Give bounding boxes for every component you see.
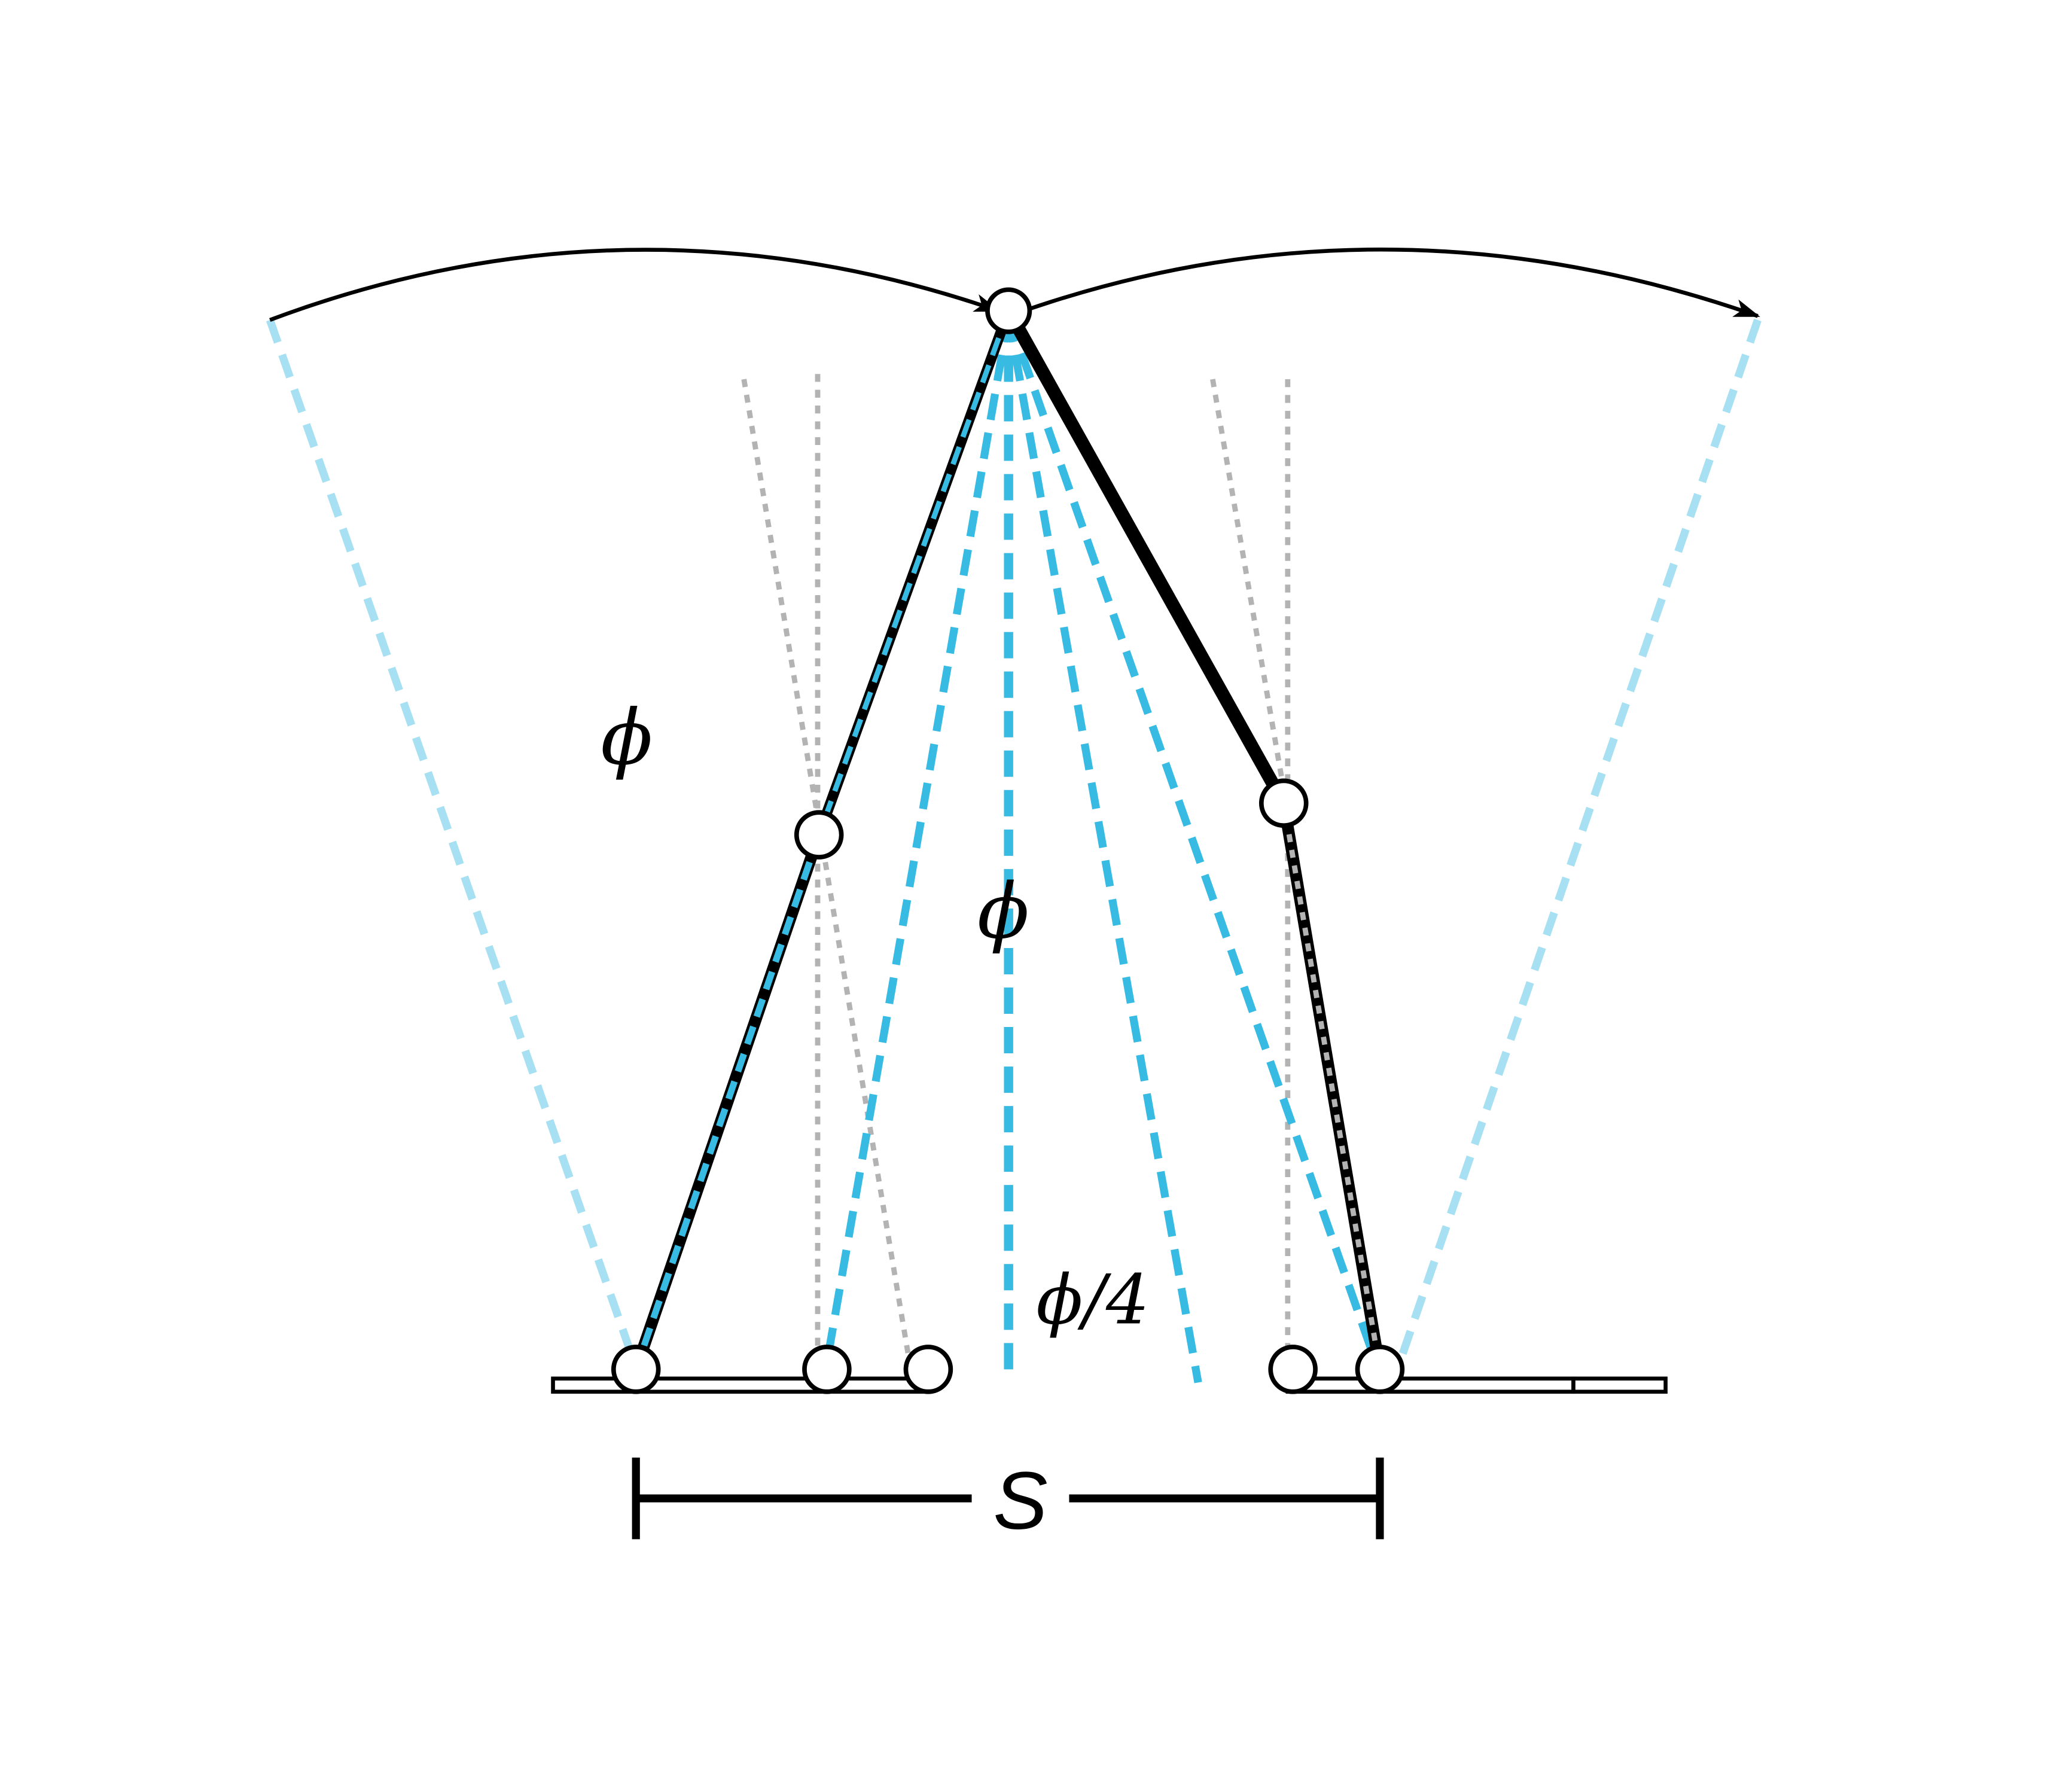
joint-knee-right [1258, 778, 1309, 828]
right-leg-upper [1002, 307, 1290, 807]
grey-dotted-line [741, 379, 912, 1357]
left-leg-lower-dashes [633, 833, 822, 1371]
angle-label-phi-quarter: ϕ/4 [1036, 1260, 1149, 1339]
right-leg-lower-dashes [1281, 803, 1383, 1370]
outer-swing-line-right [1395, 318, 1762, 1364]
blue-dashed-line [1004, 315, 1380, 1364]
blue-dashed-line [822, 315, 1013, 1364]
span-label: S [993, 1455, 1047, 1546]
grey-dotted-line [1210, 379, 1287, 791]
joint-foot [802, 1345, 852, 1394]
angle-label-phi-left: ϕ [601, 693, 653, 782]
joint-apex [985, 287, 1032, 334]
foot-bar-right [1285, 1376, 1575, 1394]
foot-bar-left [551, 1376, 931, 1394]
blue-dashed-line [1004, 315, 1202, 1383]
joint-foot [903, 1345, 953, 1394]
outer-swing-line-left [266, 318, 636, 1358]
swing-arrow-right [1016, 247, 1760, 318]
swing-arrow-left [269, 248, 1001, 322]
joint-foot [1355, 1345, 1405, 1394]
joint-foot [611, 1345, 661, 1394]
angle-label-phi-center: ϕ [977, 867, 1029, 956]
foot-bar-right-tip [1571, 1376, 1668, 1394]
joint-knee-left [794, 810, 844, 860]
left-leg-upper-dashes [816, 310, 1011, 836]
joint-foot [1268, 1345, 1318, 1394]
